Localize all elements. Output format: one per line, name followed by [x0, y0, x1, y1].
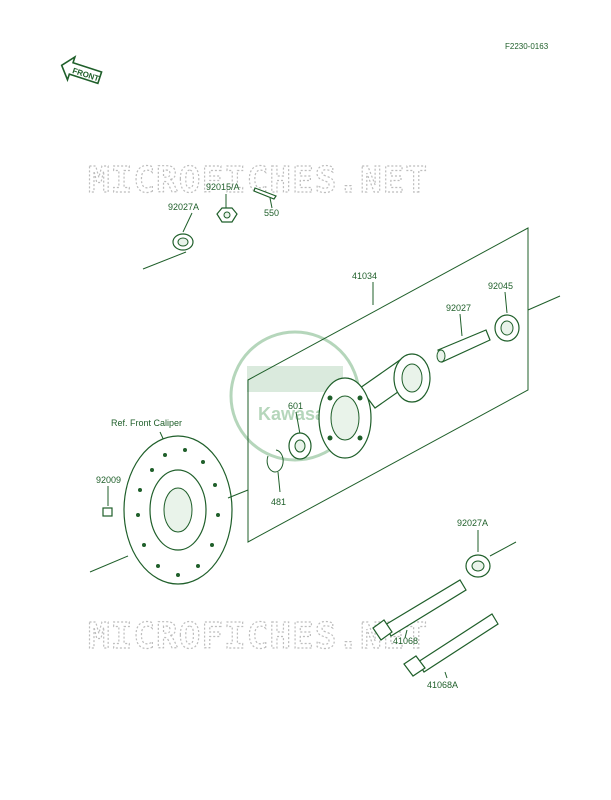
part-92027A-top-collar	[142, 212, 194, 270]
part-41034-hub	[318, 353, 431, 459]
watermark-bottom: MICROFICHES.NET	[88, 616, 428, 657]
label-ref-front-caliper: Ref. Front Caliper	[111, 418, 182, 428]
label-481: 481	[271, 497, 286, 507]
label-92015A: 92015/A	[206, 182, 240, 192]
part-92045-bearing	[494, 291, 520, 342]
label-601: 601	[288, 401, 303, 411]
label-92045: 92045	[488, 281, 513, 291]
brake-disc	[89, 431, 249, 585]
label-92027A-bottom: 92027A	[457, 518, 488, 528]
label-41068A: 41068A	[427, 680, 458, 690]
part-550-cotter-pin	[253, 187, 277, 209]
hub-assembly-outline	[247, 227, 561, 543]
part-92009-bolt	[102, 486, 113, 517]
label-92009: 92009	[96, 475, 121, 485]
label-41068: 41068	[393, 636, 418, 646]
diagram-code: F2230-0163	[505, 42, 549, 51]
front-arrow-tag: FRONT	[60, 55, 103, 85]
part-92027-spacer	[436, 313, 491, 363]
label-92027A-top: 92027A	[168, 202, 199, 212]
watermark-top: MICROFICHES.NET	[88, 160, 428, 201]
part-92027A-bottom-collar	[465, 530, 517, 578]
label-550: 550	[264, 208, 279, 218]
label-41034: 41034	[352, 271, 377, 281]
label-92027: 92027	[446, 303, 471, 313]
part-41068-axle-bolt	[372, 579, 467, 641]
part-601-bearing	[288, 411, 312, 460]
part-481-circlip	[266, 449, 284, 493]
part-41068A-axle-bolt	[403, 613, 499, 679]
part-92015A-nut	[216, 194, 238, 223]
